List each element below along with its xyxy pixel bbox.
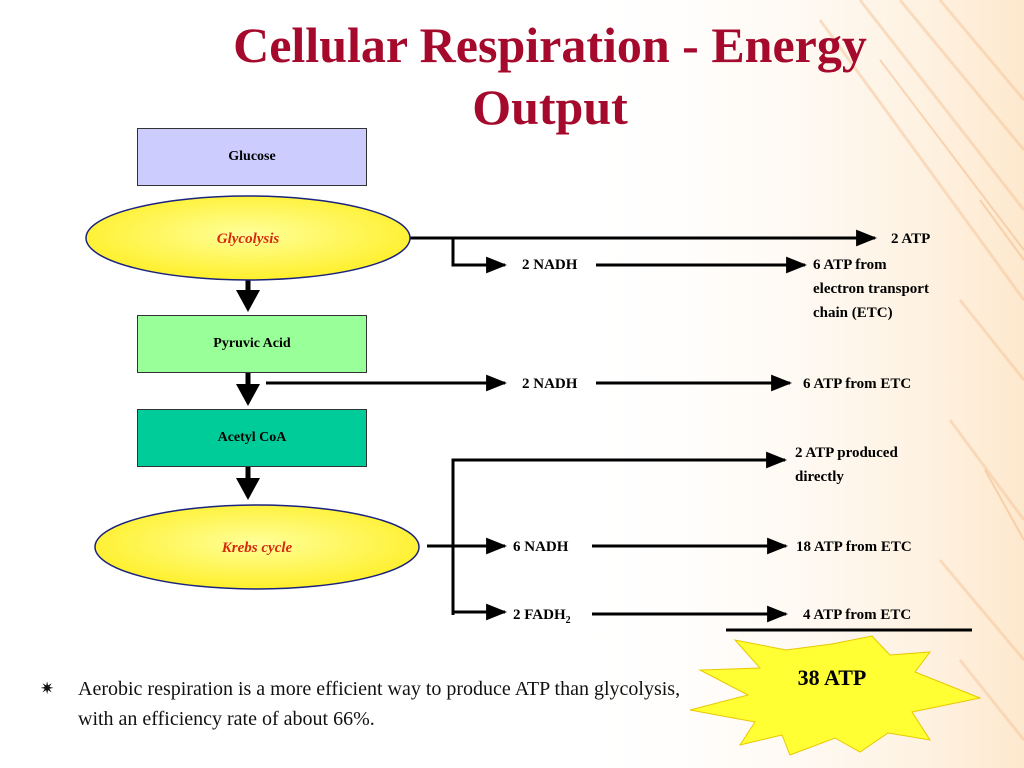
title-line-1: Cellular Respiration - Energy (233, 17, 867, 73)
star-bullet-icon: ✷ (40, 679, 55, 698)
glycolysis-label: Glycolysis (86, 222, 410, 256)
krebs-nadh-label: 6 NADH (513, 539, 569, 555)
efficiency-note: ✷ Aerobic respiration is a more efficien… (40, 674, 700, 734)
krebs-fadh-etc-label: 4 ATP from ETC (803, 607, 912, 623)
glycolysis-connectors (410, 229, 878, 274)
glycolysis-etc-label: 6 ATP from electron transport chain (ETC… (813, 253, 929, 325)
glycolysis-oval (85, 195, 411, 281)
glucose-box: Glucose (137, 128, 367, 186)
glycolysis-etc-line-1: 6 ATP from (813, 257, 887, 273)
krebs-nadh-etc-label: 18 ATP from ETC (796, 539, 912, 555)
krebs-direct-atp-line-2: directly (795, 469, 844, 485)
starburst-shape (689, 635, 982, 756)
acetyl-coa-label: Acetyl CoA (217, 430, 287, 445)
glycolysis-etc-line-2: electron transport (813, 281, 929, 297)
krebs-direct-atp-label: 2 ATP produced directly (795, 441, 898, 489)
glycolysis-atp-label: 2 ATP (891, 231, 931, 247)
krebs-oval (94, 504, 420, 590)
efficiency-note-text: Aerobic respiration is a more efficient … (78, 678, 681, 730)
page-title: Cellular Respiration - Energy Output (100, 14, 1000, 138)
pyruvic-acid-box: Pyruvic Acid (137, 315, 367, 373)
pyruvate-etc-label: 6 ATP from ETC (803, 376, 912, 392)
krebs-text: Krebs cycle (221, 539, 293, 556)
glycolysis-nadh-label: 2 NADH (522, 257, 578, 273)
pyruvic-acid-label: Pyruvic Acid (213, 336, 291, 351)
krebs-fadh-base: 2 FADH (513, 607, 566, 623)
total-atp-label: 38 ATP (797, 665, 867, 690)
krebs-connectors (427, 451, 789, 623)
krebs-direct-atp-line-1: 2 ATP produced (795, 445, 898, 461)
glycolysis-text: Glycolysis (216, 230, 280, 247)
pyruvate-nadh-label: 2 NADH (522, 376, 578, 392)
acetyl-coa-box: Acetyl CoA (137, 409, 367, 467)
glucose-label: Glucose (228, 149, 276, 164)
title-line-2: Output (472, 79, 628, 135)
krebs-label: Krebs cycle (95, 531, 419, 565)
krebs-fadh-subscript: 2 (565, 615, 571, 626)
glycolysis-etc-line-3: chain (ETC) (813, 305, 893, 321)
krebs-fadh-label: 2 FADH2 (513, 603, 571, 633)
